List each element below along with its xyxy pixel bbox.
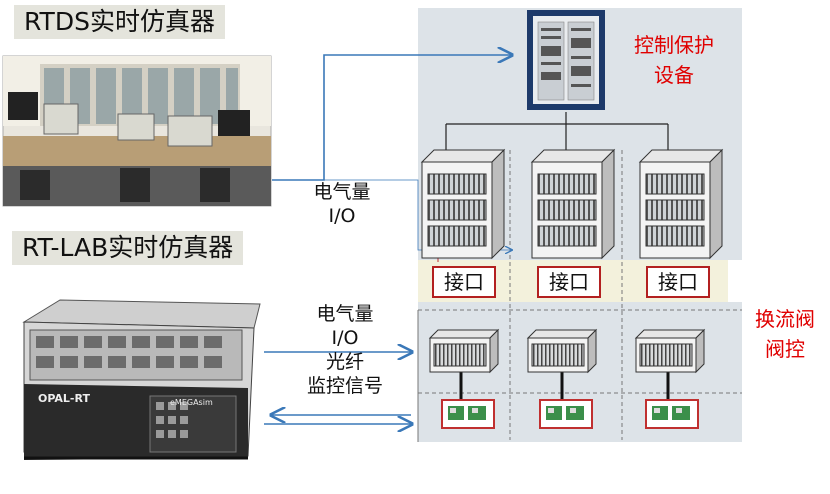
control-cabinet-drawings [420, 148, 724, 260]
io-text: I/O [328, 205, 356, 227]
control-protection-line2: 设备 [654, 63, 694, 87]
fiber-text: 光纤 [325, 351, 364, 373]
electrical-quantity-text: 电气量 [313, 181, 371, 203]
electrical-io-upper-label: 电气量 I/O [302, 180, 382, 228]
interface-box-3: 接口 [646, 266, 710, 298]
electrical-quantity-text: 电气量 [316, 303, 374, 325]
valve-unit-drawings [428, 328, 706, 374]
electrical-io-lower-label: 电气量 I/O 光纤 监控信号 [300, 302, 390, 398]
rtds-title: RTDS实时仿真器 [14, 5, 225, 39]
valve-control-label: 换流阀 阀控 [744, 304, 826, 364]
opal-rt-brand: OPAL-RT [38, 392, 90, 405]
rtds-lab-photo [2, 55, 272, 207]
control-protection-label: 控制保护 设备 [622, 30, 726, 90]
rtlab-title: RT-LAB实时仿真器 [12, 231, 244, 265]
protection-cabinet-drawing [527, 10, 605, 110]
opal-rt-device-drawing [22, 299, 261, 460]
control-protection-line1: 控制保护 [634, 33, 714, 57]
io-text: I/O [331, 327, 359, 349]
interface-board-drawings [441, 399, 699, 429]
valve-control-line1: 换流阀 [755, 307, 815, 331]
emegasim-label: eMEGAsim [170, 398, 213, 407]
monitor-signal-text: 监控信号 [306, 375, 383, 397]
interface-box-2: 接口 [537, 266, 601, 298]
interface-box-1: 接口 [432, 266, 496, 298]
valve-control-line2: 阀控 [765, 337, 805, 361]
